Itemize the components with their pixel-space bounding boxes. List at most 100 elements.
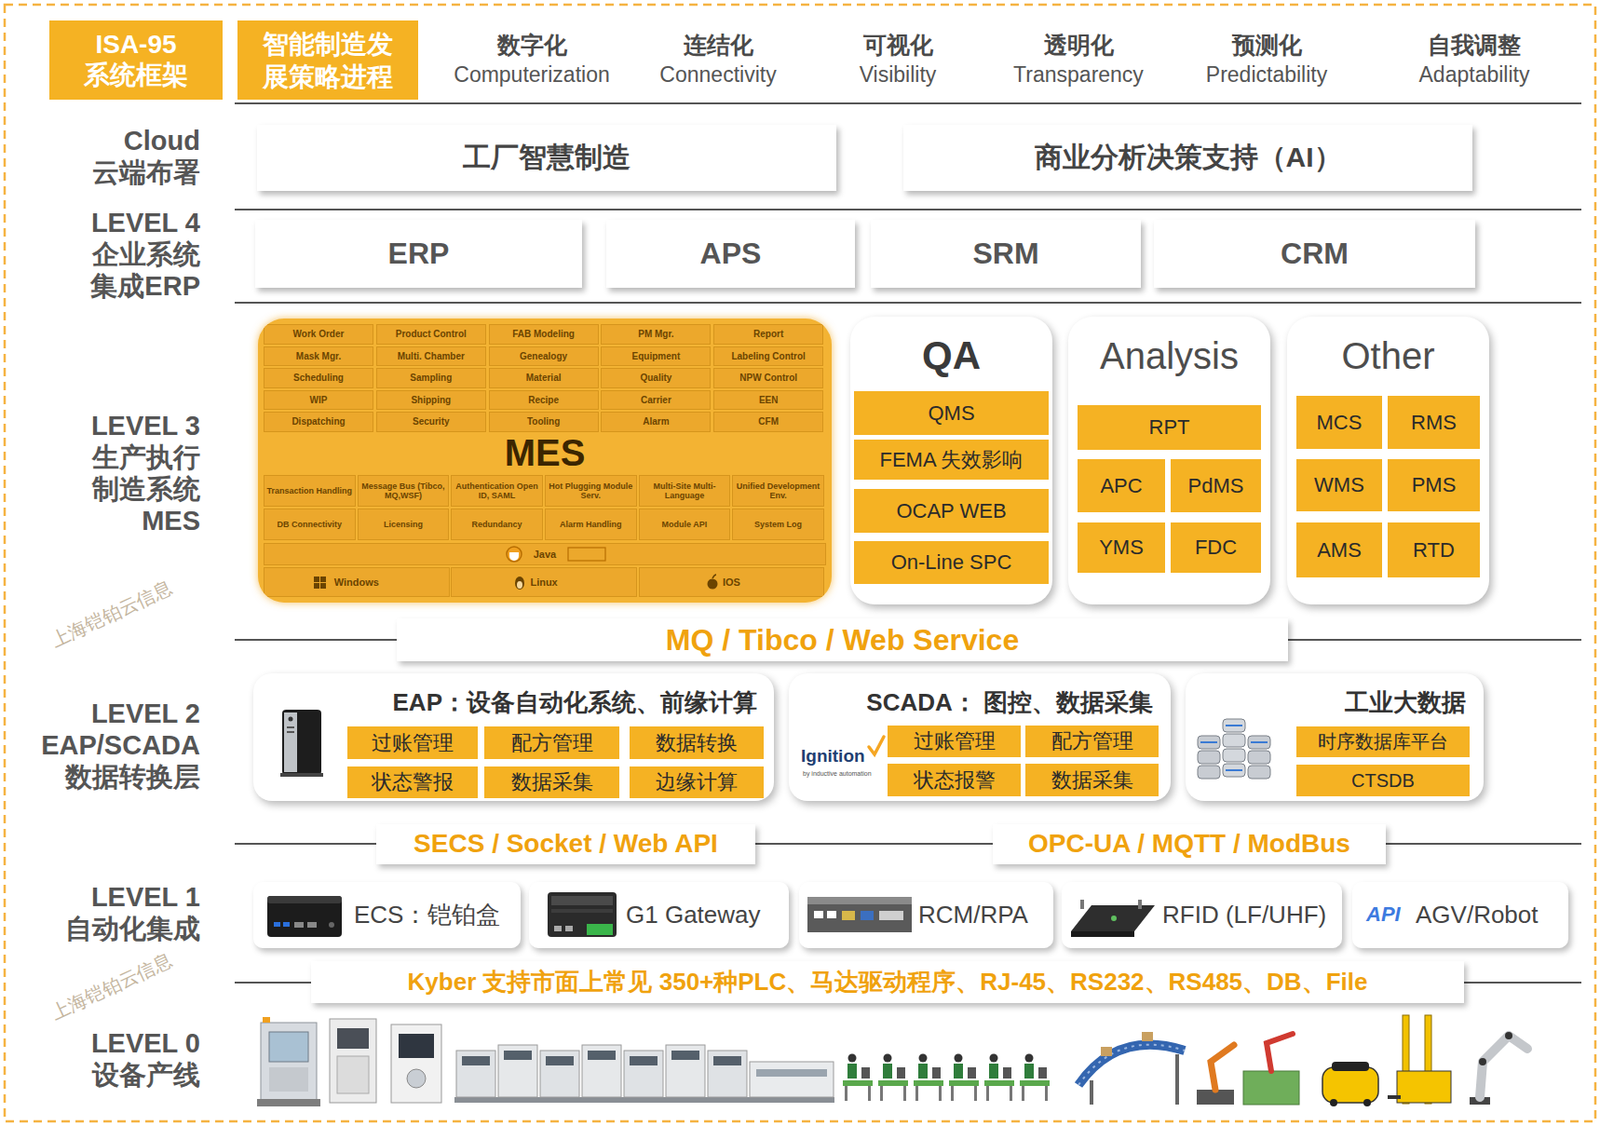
box-heading: ECS：铠铂盒 [350,881,516,949]
box-label: CRM [1153,219,1476,288]
equipment-illustration [503,1050,532,1060]
module-cell: Module API [638,508,732,541]
box-label: Equipment [601,347,710,367]
workstation [1019,1080,1050,1086]
function-cell: 过账管理 [887,725,1021,758]
apple-icon [712,574,717,579]
equipment-illustration [269,1067,309,1092]
level-label: LEVEL 4 企业系统 集成ERP [41,206,201,303]
stage-name: 预测化 [1159,31,1374,60]
pc-tower-icon [286,731,295,733]
box-label: SECS / Socket / Web API [376,824,756,865]
workstation [950,1085,954,1101]
box-label: MQ / Tibco / Web Service [396,618,1289,662]
module-card: OtherMCSRMSWMSPMSAMSRTD [1287,316,1490,605]
box-label: MCS [1296,395,1383,449]
level-label: LEVEL 1 自动化集成 [41,881,201,945]
box-heading: SCADA： 图控、数据采集 [844,682,1157,724]
box-heading: MES [257,432,832,474]
stage-name-english: Visibility [790,62,1005,88]
function-cell: 数据转换 [629,726,764,760]
stage-box: ISA-95 系统框架 [49,20,223,100]
function-cell: On-Line SPC [854,541,1049,584]
function-cell: 数据采集 [484,766,620,799]
box-label: 状态报警 [887,763,1021,797]
workstation [1024,1063,1034,1079]
box-label: 数据转换 [629,726,764,760]
protocol-band: SECS / Socket / Web API [376,824,756,865]
module-cell: DB Connectivity [263,508,356,541]
box-label: 工厂智慧制造 [257,124,837,191]
box-label: PM Mgr. [601,325,710,344]
equipment-illustration [582,1044,622,1098]
workstation [844,1085,848,1101]
vendor-tagline: by inductive automation [802,770,872,778]
box-label: CFM [714,412,823,432]
gateway-icon [547,892,617,937]
box-label: 过账管理 [887,725,1021,758]
box-label: Security [377,412,486,432]
box-heading: Analysis [1068,324,1271,388]
module-cell: Authentication Open ID, SAML [450,474,543,507]
level-divider [234,301,1582,304]
workstation [918,1063,928,1079]
watermark: 上海铠铂云信息 [48,577,177,653]
function-cell: 数据采集 [1025,763,1159,797]
function-cell: 过账管理 [347,726,478,760]
workstation [842,1054,1050,1102]
module-card: AnalysisRPTAPCPdMSYMSFDC [1068,316,1271,605]
workstation [882,1063,893,1079]
module-cell: Multi. Chamber [376,346,487,367]
box-label: 状态警报 [347,766,478,799]
workstation [949,1080,979,1086]
workstation [896,1067,906,1079]
equipment-illustration [498,1044,538,1098]
module-cell: Hot Plugging Module Serv. [544,474,638,507]
box-heading: G1 Gateway [622,881,785,949]
workstation [989,1054,999,1063]
level-label: LEVEL 3 生产执行 制造系统 MES [51,409,201,538]
function-cell: FEMA 失效影响 [854,439,1049,480]
layer-card: SCADA： 图控、数据采集过账管理配方管理状态报警数据采集 [788,673,1171,801]
dashed-border [4,4,1596,1122]
api-icon-text: API [1366,902,1401,927]
conveyor [1100,1046,1112,1057]
controller-icon [807,896,912,933]
function-cell: CTSDB [1296,764,1470,797]
cobot-arm [1478,1057,1487,1066]
box-label: Work Order [264,325,373,344]
system-box: ERP [255,219,583,288]
function-cell: MCS [1296,395,1383,449]
linux-icon [516,581,523,589]
equipment-illustration [406,1069,426,1088]
gateway-icon [547,892,617,937]
box-label: PdMS [1170,459,1262,513]
equipment-illustration [257,1098,321,1107]
module-cell: Product Control [376,324,487,345]
module-cell: Message Bus (Tibco, MQ,WSF) [357,474,450,507]
mes-panel: MESWork OrderProduct ControlFAB Modeling… [257,318,832,603]
box-label: Carrier [601,391,710,410]
equipment-illustration [756,1069,828,1077]
box-label: OCAP WEB [854,488,1049,533]
server-icon [1197,765,1221,779]
function-cell: QMS [854,391,1049,435]
box-label: QMS [854,391,1049,435]
workstation [986,1085,990,1101]
equipment-illustration [398,1033,434,1058]
module-cell: Work Order [263,324,374,345]
workstation [954,1054,963,1063]
server-icon [1200,741,1218,744]
mini-pc-icon [267,895,342,937]
module-cell: Shipping [376,390,487,411]
box-label: 商业分析决策支持（AI） [903,124,1473,191]
stage-name-english: Transparency [971,62,1186,88]
module-cell: Redundancy [450,508,543,541]
module-cell: Sampling [376,367,487,389]
function-cell: YMS [1077,522,1166,573]
stage-name-english: Connectivity [610,62,826,88]
workstation [938,1085,942,1101]
function-cell: APC [1077,459,1166,513]
workstation [1021,1085,1025,1101]
mini-pc-icon [294,922,304,928]
